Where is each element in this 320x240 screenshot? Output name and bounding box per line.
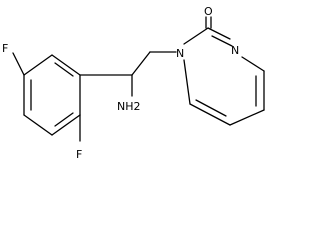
fluorine-label-bottom: F [76, 148, 82, 161]
bond-ch-ch2 [131, 51, 151, 76]
oxygen-label: O [204, 5, 213, 18]
bond-c-f-top [12, 52, 25, 76]
nitrogen-label-n1: N [176, 47, 184, 60]
pyrimidinone-ring [183, 27, 265, 126]
benzene-ring [23, 54, 81, 136]
amine-label: NH2 [117, 100, 141, 113]
fluorine-label-top: F [2, 42, 8, 55]
chemical-structure: F F NH2 O N N [2, 5, 265, 161]
nitrogen-label-n3: N [231, 44, 239, 57]
